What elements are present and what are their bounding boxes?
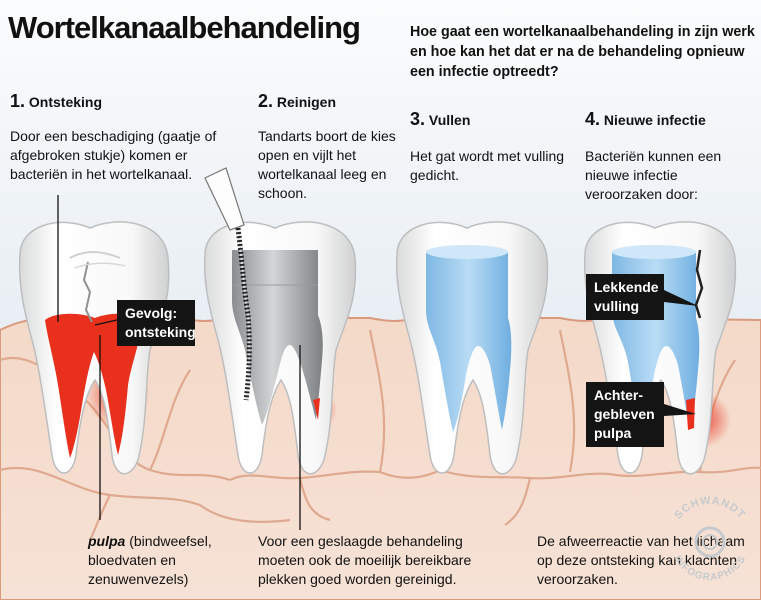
pulpa-explanation: (bindweefsel, bloedvaten en zenuwenvezel…	[88, 533, 212, 587]
step-1-number: 1.	[10, 91, 26, 111]
watermark-bottom-text: INFOGRAPHICS	[671, 554, 747, 584]
watermark-top-text: SCHWANDT	[672, 495, 746, 522]
tooth-1-ontsteking	[18, 195, 170, 520]
step-4-title: Nieuwe infectie	[603, 112, 706, 128]
tooth-2-reinigen	[203, 167, 357, 530]
step-1-title: Ontsteking	[28, 94, 103, 110]
step-3-number: 3.	[410, 109, 426, 129]
intro-question: Hoe gaat een wortelkanaalbehandeling in …	[410, 24, 755, 80]
step-2-title: Reinigen	[276, 94, 337, 110]
pulpa-term: pulpa	[88, 533, 126, 549]
step-2-heading: 2. Reinigen	[258, 91, 336, 112]
reinigen-note: Voor een geslaagde behandeling moeten oo…	[258, 533, 472, 587]
svg-text:INFOGRAPHICS: INFOGRAPHICS	[671, 554, 748, 584]
svg-text:SCHWANDT: SCHWANDT	[672, 495, 747, 522]
pulpa-note: pulpa (bindweefsel, bloedvaten en zenuwe…	[88, 532, 258, 589]
step-4-number: 4.	[585, 109, 601, 129]
step-3-title: Vullen	[428, 112, 471, 128]
callout-achtergebleven-pulpa: Achter-gebleven pulpa	[586, 382, 664, 447]
step-4-description: Bacteriën kunnen een nieuwe infectie ver…	[585, 148, 722, 202]
step-1-description: Door een beschadiging (gaatje of afgebro…	[10, 128, 217, 182]
step-3-description: Het gat wordt met vulling gedicht.	[410, 148, 565, 183]
callout-lekkende-vulling: Lekkende vulling	[586, 274, 664, 320]
step-1-heading: 1. Ontsteking	[10, 91, 102, 112]
afweer-note: De afweerreactie van het lichaam op deze…	[537, 533, 745, 587]
step-4-heading: 4. Nieuwe infectie	[585, 109, 706, 130]
step-2-number: 2.	[258, 91, 274, 111]
page-title: Wortelkanaalbehandeling	[8, 10, 361, 45]
callout-gevolg-ontsteking: Gevolg: ontsteking	[117, 300, 196, 346]
step-3-heading: 3. Vullen	[410, 109, 470, 130]
step-2-description: Tandarts boort de kies open en vijlt het…	[258, 128, 396, 201]
schwandt-watermark-logo: SCHWANDT INFOGRAPHICS	[671, 495, 748, 584]
tooth-3-vullen	[395, 221, 549, 475]
